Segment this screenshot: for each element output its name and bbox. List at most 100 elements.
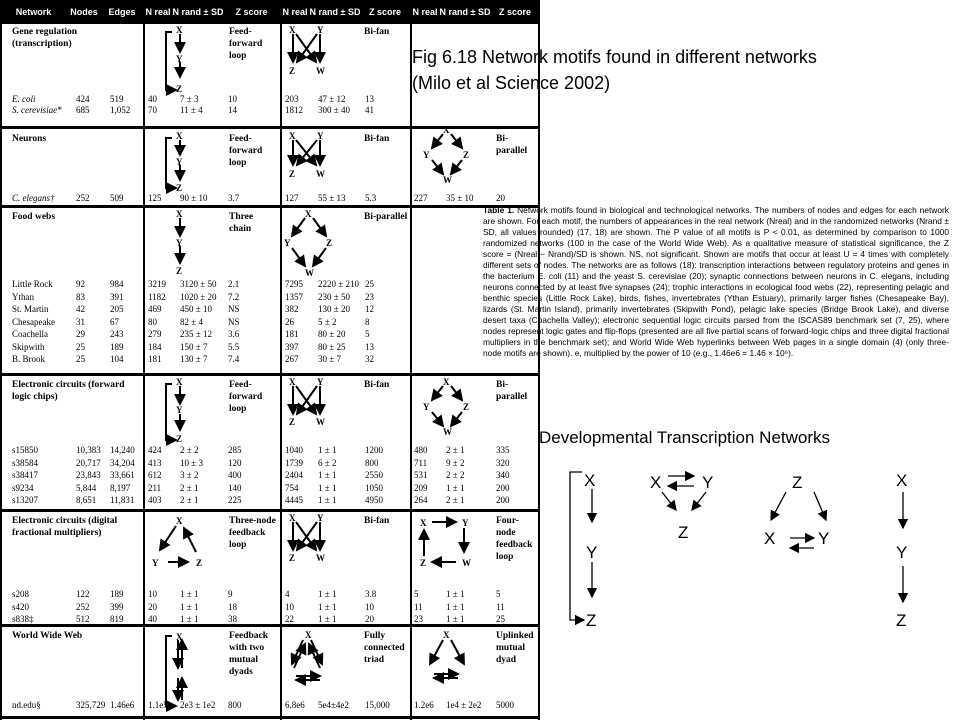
table-cell-z1: 10 <box>228 94 237 104</box>
table-cell-r3: 264 <box>414 495 428 505</box>
table-cell-edges: 509 <box>110 193 124 203</box>
motif-name-three-node-feedback: Three-node feedback loop <box>229 516 276 550</box>
table-cell-r1: 403 <box>148 495 162 505</box>
table-cell-d1: 130 ± 7 <box>180 354 208 364</box>
rule-col2 <box>280 0 282 720</box>
table-cell-d2: 80 ± 20 <box>318 329 346 339</box>
table-legend: Table 1. Network motifs found in biologi… <box>483 205 949 359</box>
node-label: Y <box>152 558 159 568</box>
table-cell-z1: 5.5 <box>228 341 240 352</box>
table-cell-d3: 2 ± 2 <box>446 470 465 480</box>
table-cell-r3: 227 <box>414 193 428 203</box>
table-cell-z1: 2.1 <box>228 279 240 289</box>
table-cell-z2: 10 <box>365 601 374 612</box>
bifan-motif-logic <box>287 385 326 416</box>
node-label: Y <box>423 150 430 160</box>
table-cell-d3: 1 ± 1 <box>446 614 465 624</box>
table-cell-d3: 2 ± 1 <box>446 445 465 455</box>
section-title-food-webs: Food webs <box>12 212 56 222</box>
node-label: X <box>176 131 183 141</box>
table-cell-z3: 20 <box>496 193 505 203</box>
table-cell-nodes: 10,383 <box>76 445 101 455</box>
header-n-rand-3: N rand ± SD <box>440 0 490 24</box>
node-label: W <box>305 268 314 278</box>
table-cell-z2: 2550 <box>365 470 383 480</box>
table-cell-name: C. elegans† <box>12 193 55 203</box>
node-label: X <box>176 25 183 35</box>
table-cell-nodes: 685 <box>76 105 90 115</box>
table-cell-d1: 2e3 ± 1e2 <box>180 700 216 710</box>
table-cell-edges: 189 <box>110 589 124 599</box>
table-cell-d3: 1e4 ± 2e2 <box>446 700 482 710</box>
table-cell-z2: 3.8 <box>365 589 377 599</box>
motif-name-three-chain: Three chain <box>229 212 254 234</box>
header-n-rand-1: N rand ± SD <box>173 0 223 24</box>
table-cell-z1: 14 <box>228 105 237 115</box>
fully-connected-triad-motif <box>290 639 324 686</box>
table-cell-z1: 285 <box>228 445 242 455</box>
node-label: X <box>305 209 312 219</box>
table-cell-z2: 15,000 <box>365 700 390 710</box>
table-cell-name: S. cerevisiae* <box>12 105 62 115</box>
dev-node-x: X <box>650 473 661 492</box>
motif-name-fully-connected-triad: Fully connected triad <box>364 631 405 665</box>
table-cell-r2: 397 <box>285 341 299 352</box>
node-label: Z <box>176 434 182 444</box>
table-cell-z3: 320 <box>496 457 510 468</box>
table-cell-z1: 3.7 <box>228 193 240 203</box>
node-label: Z <box>289 169 295 179</box>
table-cell-name: s38584 <box>12 457 39 468</box>
section-title-gene-regulation: Gene regulation (transcription) <box>12 27 78 49</box>
node-label: Y <box>462 518 469 528</box>
four-node-feedback-motif <box>418 516 470 568</box>
section-rule <box>0 624 540 627</box>
table-cell-z2: 13 <box>365 341 374 352</box>
table-cell-z2: 8 <box>365 316 370 327</box>
table-cell-r1: 181 <box>148 354 162 364</box>
motif-name-ffl: Feed-forward loop <box>229 27 263 61</box>
table-cell-name: Skipwith <box>12 341 45 352</box>
node-label: Z <box>463 402 469 412</box>
table-cell-d2: 5 ± 2 <box>318 316 337 327</box>
node-label: Z <box>289 417 295 427</box>
table-cell-d3: 1 ± 1 <box>446 601 465 612</box>
section-title-neurons: Neurons <box>12 134 47 144</box>
dev-node-x: X <box>584 471 595 490</box>
table-cell-r2: 26 <box>285 316 294 327</box>
table-cell-d1: 3 ± 2 <box>180 470 199 480</box>
table-cell-d2: 1 ± 1 <box>318 601 337 612</box>
dev-node-x: X <box>764 529 775 548</box>
rule-col1 <box>143 0 145 720</box>
table-cell-z1: 7.4 <box>228 354 240 364</box>
table-cell-z1: 120 <box>228 457 242 468</box>
section-rule <box>0 373 540 376</box>
table-cell-r2: 4 <box>285 589 290 599</box>
bifan-motif-multipliers <box>287 521 326 552</box>
node-label: W <box>316 169 325 179</box>
node-label: Y <box>176 54 183 64</box>
table-cell-d2: 1 ± 1 <box>318 589 337 599</box>
table-cell-name: s9234 <box>12 482 34 493</box>
table-cell-name: Little Rock <box>12 279 53 289</box>
table-cell-d3: 1 ± 1 <box>446 482 465 493</box>
node-label: Z <box>176 84 182 94</box>
table-cell-r1: 211 <box>148 482 162 493</box>
motif-name-ffl: Feed-forward loop <box>229 380 263 414</box>
table-cell-d1: 1020 ± 20 <box>180 291 217 302</box>
table-cell-z3: 25 <box>496 614 505 624</box>
table-cell-d1: 2 ± 1 <box>180 495 199 505</box>
table-cell-z2: 4950 <box>365 495 383 505</box>
table-cell-r2: 267 <box>285 354 299 364</box>
section-rule <box>0 126 540 129</box>
dev-node-z: Z <box>896 611 906 630</box>
table-legend-label: Table 1. <box>483 205 515 215</box>
node-label: Y <box>176 157 183 167</box>
biparallel-motif-food <box>290 217 328 268</box>
